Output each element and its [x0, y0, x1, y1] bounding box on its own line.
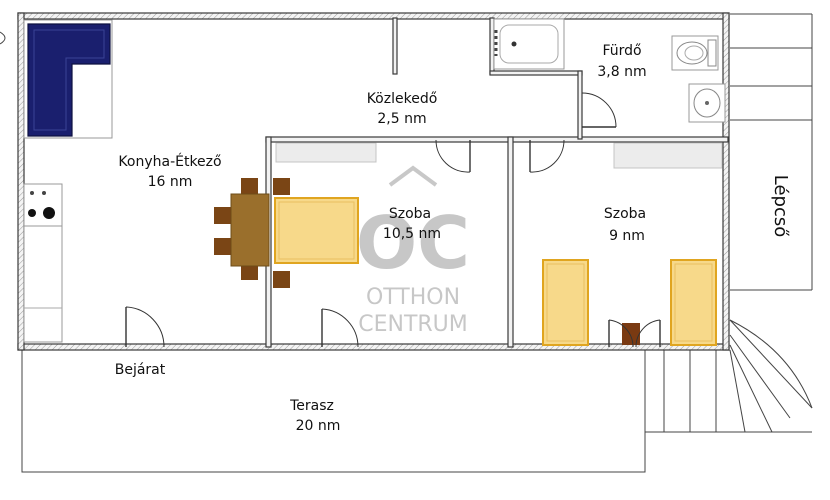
door-bathroom: [581, 92, 617, 128]
watermark-line2: CENTRUM: [358, 312, 468, 337]
nightstand: [622, 323, 640, 345]
room-area: 20 nm: [296, 418, 341, 434]
room-area: 10,5 nm: [383, 226, 441, 242]
room-label-terasz: Terasz 20 nm: [289, 398, 340, 434]
sink-icon: [688, 83, 726, 123]
bed-single-left: [542, 259, 589, 346]
bathtub-icon: [493, 18, 565, 70]
edge-marker: [0, 31, 6, 45]
kitchen-counter: [23, 183, 63, 343]
room-name: Terasz: [289, 398, 334, 414]
outer-walls: [17, 12, 730, 351]
room-label-konyha: Konyha-Étkező 16 nm: [118, 153, 221, 190]
room-area: 16 nm: [148, 174, 193, 190]
room-name: Szoba: [389, 206, 431, 222]
room-label-szoba2: Szoba 9 nm: [604, 206, 646, 244]
door-corridor-room2: [529, 139, 565, 173]
dining-set: [214, 178, 290, 288]
room-label-furdo: Fürdő 3,8 nm: [597, 43, 646, 80]
room-area: 9 nm: [609, 228, 645, 244]
room-name: Fürdő: [602, 43, 641, 59]
entrance-door: [125, 306, 165, 348]
room-label-kozlekedo: Közlekedő 2,5 nm: [367, 91, 438, 127]
room-label-szoba1: Szoba 10,5 nm: [383, 206, 441, 242]
toilet-icon: [671, 35, 719, 71]
room-name: Szoba: [604, 206, 646, 222]
door-room1-to-terrace: [321, 308, 359, 348]
watermark-monogram: OC: [356, 201, 470, 285]
room-area: 2,5 nm: [377, 111, 426, 127]
room-name: Közlekedő: [367, 91, 438, 107]
entrance-label: Bejárat: [115, 362, 166, 378]
room-area: 3,8 nm: [597, 64, 646, 80]
watermark-line1: OTTHON: [366, 285, 460, 310]
watermark-logo: OC OTTHON CENTRUM: [356, 165, 470, 337]
stove-icon: [28, 191, 55, 219]
bed-double: [274, 197, 359, 264]
door-corridor-room1: [435, 139, 471, 173]
room-name: Konyha-Étkező: [118, 153, 221, 170]
wardrobes: [275, 142, 723, 169]
staircase-label: Lépcső: [770, 175, 791, 238]
sofa: [23, 19, 113, 139]
door-room2-balcony: [608, 319, 661, 348]
staircase: [644, 13, 813, 433]
bed-single-right: [670, 259, 717, 346]
